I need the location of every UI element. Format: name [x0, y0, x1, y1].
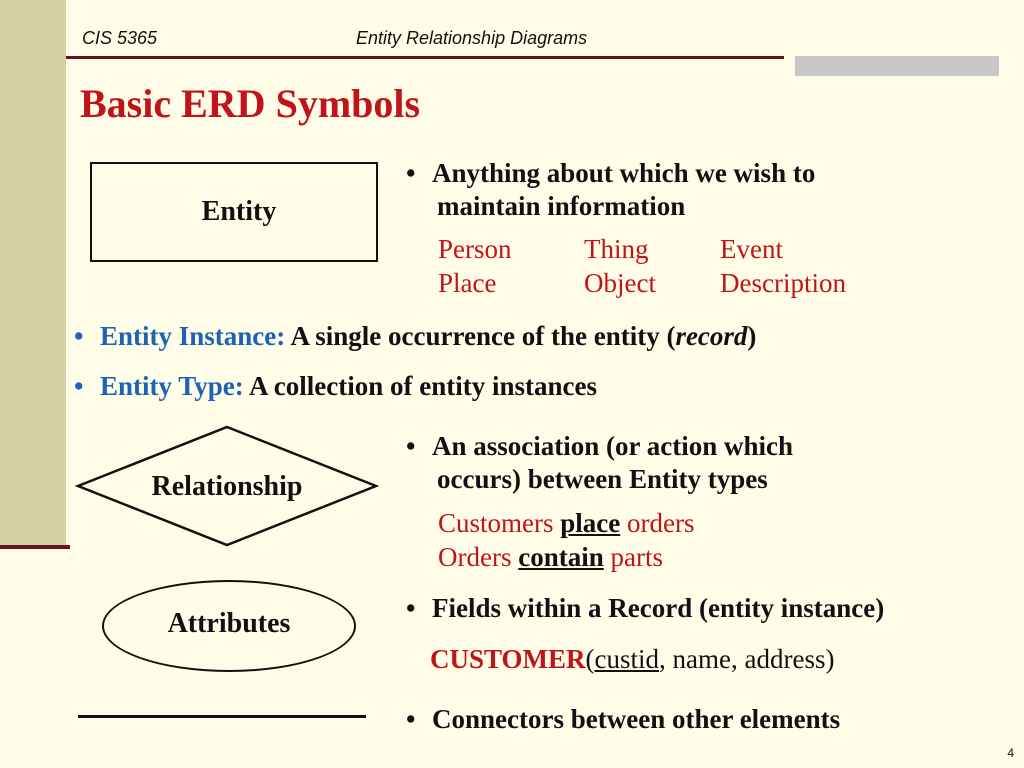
attributes-example-entity: CUSTOMER	[430, 644, 586, 674]
relationship-bullet-marker: •	[406, 431, 416, 461]
header-topic: Entity Relationship Diagrams	[356, 28, 588, 48]
entity-example: Event	[720, 234, 783, 264]
attributes-symbol-label: Attributes	[167, 608, 291, 639]
relationship-example-2: Orders contain parts	[438, 542, 663, 572]
entity-symbol-label: Entity	[201, 196, 277, 227]
relationship-verb-place: place	[560, 508, 621, 538]
entity-type-text: A collection of entity instances	[243, 371, 597, 401]
entity-instance-term: Entity Instance:	[100, 321, 286, 351]
entity-example: Place	[438, 268, 497, 298]
entity-rectangle-symbol	[90, 162, 378, 262]
attributes-description-line1: Fields within a Record (entity instance)	[432, 593, 885, 623]
relationship-symbol-label: Relationship	[151, 471, 303, 502]
slide-title: Basic ERD Symbols	[80, 81, 421, 126]
left-band-divider	[0, 545, 70, 549]
relationship-description-line2: occurs) between Entity types	[437, 464, 768, 494]
page-number: 4	[1007, 746, 1014, 760]
entity-description-line1: Anything about which we wish to	[432, 158, 816, 188]
type-bullet-marker: •	[74, 371, 84, 401]
entity-instance-text: A single occurrence of the entity (	[285, 321, 676, 351]
relationship-example-1: Customers place orders	[438, 508, 695, 538]
entity-type-term: Entity Type:	[100, 371, 244, 401]
header-course: CIS 5365	[82, 28, 158, 48]
entity-example: Thing	[584, 234, 649, 264]
attributes-bullet-marker: •	[406, 593, 416, 623]
instance-bullet-marker: •	[74, 321, 84, 351]
entity-instance-close: )	[747, 321, 757, 351]
entity-type-definition: Entity Type: A collection of entity inst…	[100, 370, 597, 403]
entity-description-line2: maintain information	[437, 191, 686, 221]
attributes-ellipse-symbol	[102, 580, 356, 672]
header-rule	[66, 56, 784, 59]
connector-description: Connectors between other elements	[432, 704, 841, 734]
relationship-description-line1: An association (or action which	[432, 431, 794, 461]
relationship-verb-contain: contain	[518, 542, 604, 572]
entity-example: Description	[720, 268, 846, 298]
attributes-example-key: custid	[594, 644, 660, 674]
entity-bullet-marker: •	[406, 158, 416, 188]
relationship-diamond-symbol	[74, 425, 380, 547]
header-decorative-block	[795, 56, 999, 76]
entity-example: Object	[584, 268, 656, 298]
connector-line-symbol	[78, 715, 366, 718]
record-term: record	[675, 321, 748, 351]
entity-example: Person	[438, 234, 512, 264]
left-decorative-band	[0, 0, 66, 548]
attributes-example: CUSTOMER(custid, name, address)	[430, 644, 835, 674]
entity-instance-definition: Entity Instance: A single occurrence of …	[100, 320, 756, 353]
connector-bullet-marker: •	[406, 704, 416, 734]
